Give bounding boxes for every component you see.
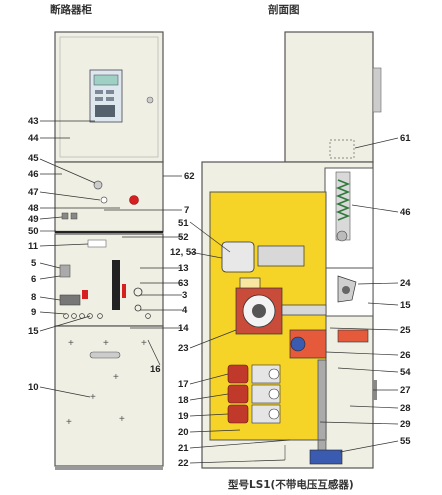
emergency-stop-icon	[129, 195, 139, 205]
cable-support	[317, 359, 327, 461]
label-5: 5	[31, 258, 37, 269]
label-15: 15	[28, 326, 39, 337]
label-61: 61	[400, 133, 411, 144]
label-27: 27	[400, 385, 411, 396]
insulators	[227, 364, 281, 424]
label-48: 48	[28, 203, 39, 214]
svg-text:+: +	[68, 338, 74, 349]
svg-text:+: +	[119, 414, 125, 425]
label-20: 20	[178, 427, 189, 438]
current-transformer	[235, 287, 283, 335]
label-4: 4	[182, 305, 188, 316]
label-16: 16	[150, 364, 161, 375]
label-3: 3	[182, 290, 187, 301]
label-6: 6	[31, 274, 36, 285]
selector-switch-icon	[93, 180, 103, 190]
label-25: 25	[400, 325, 411, 336]
label-46: 46	[28, 169, 39, 180]
label-46-right: 46	[400, 207, 411, 218]
label-51: 51	[178, 218, 189, 229]
label-63: 63	[178, 278, 189, 289]
label-43: 43	[28, 116, 39, 127]
label-54: 54	[400, 367, 411, 378]
label-44: 44	[28, 133, 39, 144]
lv-compartment	[284, 31, 374, 163]
label-15-right: 15	[400, 300, 411, 311]
vacuum-interrupter	[221, 241, 255, 273]
racking-slot	[112, 260, 120, 310]
label-23: 23	[178, 343, 189, 354]
label-14: 14	[178, 323, 189, 334]
relay-display	[93, 74, 119, 86]
svg-text:+: +	[90, 392, 96, 403]
label-29: 29	[400, 419, 411, 430]
label-7: 7	[184, 205, 189, 216]
label-21: 21	[178, 443, 189, 454]
label-62: 62	[184, 171, 195, 182]
spring-icon	[335, 179, 351, 221]
nameplate	[87, 239, 107, 248]
label-11: 11	[28, 241, 39, 252]
door-lock-icon	[146, 96, 154, 104]
label-49: 49	[28, 214, 39, 225]
title-left: 断路器柜	[50, 3, 92, 16]
trip-indicator-icon	[82, 290, 88, 299]
push-button-icon	[70, 212, 78, 220]
label-28: 28	[400, 403, 411, 414]
caption: 型号LS1(不带电压互感器)	[228, 478, 354, 491]
counter-icon	[59, 294, 81, 306]
push-button-icon	[61, 212, 69, 220]
label-19: 19	[178, 411, 189, 422]
label-45: 45	[28, 153, 39, 164]
svg-text:+: +	[113, 372, 119, 383]
label-22: 22	[178, 458, 189, 469]
title-right: 剖面图	[268, 3, 300, 16]
svg-text:+: +	[66, 417, 72, 428]
door-handle	[89, 351, 121, 359]
breaker-compartment	[54, 233, 164, 327]
svg-text:+: +	[141, 338, 147, 349]
label-10: 10	[28, 382, 39, 393]
label-13: 13	[178, 263, 189, 274]
label-55: 55	[400, 436, 411, 447]
label-47: 47	[28, 187, 39, 198]
wiring-duct	[329, 139, 355, 159]
label-50: 50	[28, 226, 39, 237]
svg-text:+: +	[103, 338, 109, 349]
label-12-53: 12, 53	[170, 247, 196, 258]
label-8: 8	[31, 292, 36, 303]
label-52: 52	[178, 232, 189, 243]
operating-handle-icon	[59, 264, 71, 278]
label-17: 17	[178, 379, 189, 390]
indicator-lamp-icon	[100, 196, 108, 204]
front-cabinet: + + + + + + +	[54, 31, 164, 470]
label-26: 26	[400, 350, 411, 361]
section-view	[201, 31, 382, 469]
earth-bar	[309, 449, 343, 465]
label-18: 18	[178, 395, 189, 406]
label-9: 9	[31, 307, 36, 318]
label-24: 24	[400, 278, 411, 289]
